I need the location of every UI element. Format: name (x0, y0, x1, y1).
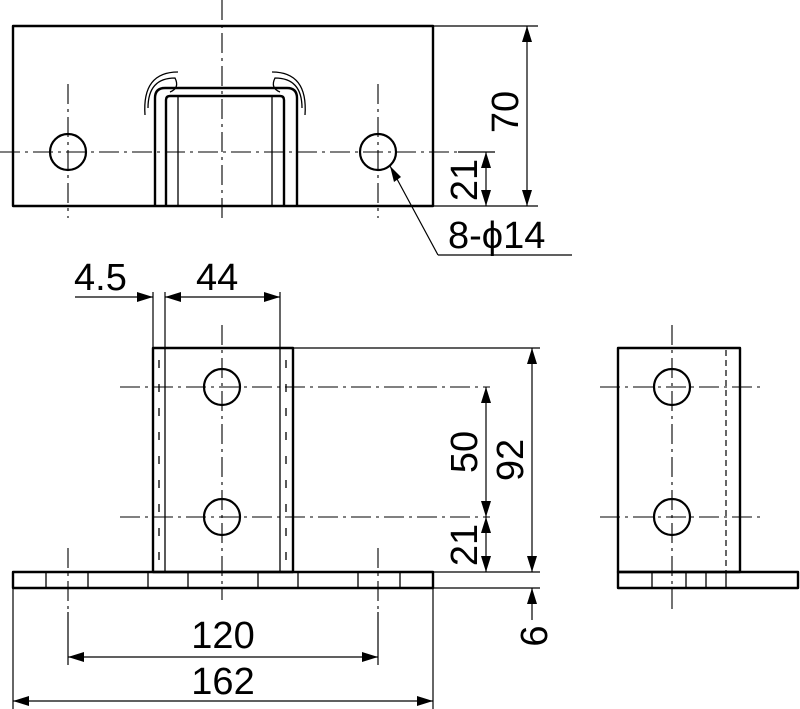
dim-50-label: 50 (444, 431, 486, 473)
weld-bead-left (147, 77, 178, 109)
dim-162-label: 162 (191, 661, 254, 703)
dim-120-label: 120 (191, 615, 254, 657)
dim-92-label: 92 (490, 439, 532, 481)
dim-front-horizontal: 120 162 (12, 588, 434, 709)
hole-spec-label: 8-ϕ14 (448, 215, 545, 257)
top-view-channel-inner (164, 94, 286, 206)
dim-front-vertical: 50 21 92 6 (293, 347, 556, 647)
dim-21-front-label: 21 (444, 524, 486, 566)
side-view-base-plate (616, 570, 800, 590)
dim-21-top-label: 21 (444, 159, 486, 201)
dim-4-5-label: 4.5 (74, 257, 127, 299)
front-view-base-plate (11, 570, 435, 590)
top-view (0, 0, 458, 222)
side-view (600, 325, 800, 612)
dim-thickness-and-width: 4.5 44 (74, 257, 281, 348)
dim-6-label: 6 (514, 625, 556, 646)
front-view-upright (151, 346, 295, 574)
top-view-base-outline (11, 24, 435, 208)
dim-44-label: 44 (196, 257, 238, 299)
weld-bead-right (272, 77, 303, 109)
dim-hole-offset-top: 21 (444, 151, 495, 206)
weld-bead-right-outer (271, 71, 306, 116)
weld-bead-left-outer (144, 71, 179, 116)
front-view (11, 325, 490, 612)
dim-70-label: 70 (485, 91, 527, 133)
top-view-channel-outer (153, 86, 299, 206)
side-view-upright (616, 346, 742, 574)
hole-spec-leader: 8-ϕ14 (389, 165, 572, 257)
